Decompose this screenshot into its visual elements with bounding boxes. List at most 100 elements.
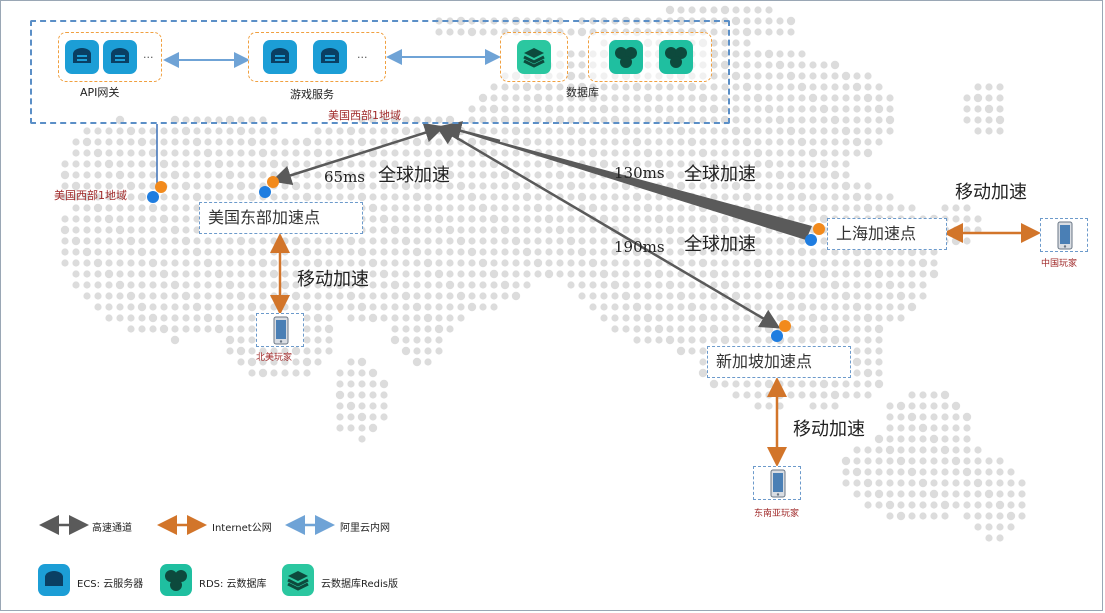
map-dot <box>281 369 289 377</box>
phone-north-america <box>256 313 304 347</box>
map-dot <box>292 303 300 311</box>
map-dot <box>236 181 246 191</box>
map-dot <box>149 182 157 190</box>
map-dot <box>435 347 443 355</box>
map-dot <box>897 259 905 267</box>
map-dot <box>842 336 850 344</box>
map-dot <box>137 302 147 312</box>
map-dot <box>391 325 399 333</box>
map-dot <box>655 94 663 102</box>
map-dot <box>676 346 686 356</box>
shanghai-blue-dot <box>805 234 817 246</box>
map-dot <box>149 281 157 289</box>
map-dot <box>226 149 234 157</box>
map-dot <box>874 324 884 334</box>
map-dot <box>336 193 344 201</box>
map-dot <box>83 215 91 223</box>
map-dot <box>192 192 202 202</box>
map-dot <box>204 182 212 190</box>
map-dot <box>864 347 872 355</box>
map-dot <box>908 281 916 289</box>
map-dot <box>644 83 652 91</box>
map-dot <box>853 105 861 113</box>
map-dot <box>875 259 883 267</box>
map-dot <box>798 105 806 113</box>
map-dot <box>831 127 839 135</box>
map-dot <box>743 61 751 69</box>
map-dot <box>775 115 785 125</box>
map-dot <box>479 105 487 113</box>
map-dot <box>391 237 399 245</box>
map-dot <box>336 237 344 245</box>
map-dot <box>248 270 256 278</box>
map-dot <box>820 336 828 344</box>
map-dot <box>138 182 146 190</box>
map-dot <box>732 61 740 69</box>
map-dot <box>655 336 663 344</box>
map-dot <box>842 314 850 322</box>
phone-china <box>1040 218 1088 252</box>
map-dot <box>182 303 190 311</box>
map-dot <box>468 105 476 113</box>
map-dot <box>677 116 685 124</box>
map-dot <box>478 93 488 103</box>
map-dot <box>732 391 740 399</box>
map-dot <box>413 237 421 245</box>
region-blue-dot <box>147 191 159 203</box>
map-dot <box>60 225 70 235</box>
map-dot <box>116 149 124 157</box>
map-dot <box>853 325 861 333</box>
map-dot <box>170 170 180 180</box>
map-dot <box>193 182 201 190</box>
map-dot <box>171 149 179 157</box>
map-dot <box>248 171 256 179</box>
map-dot <box>489 104 499 114</box>
map-dot <box>138 237 146 245</box>
map-dot <box>743 39 751 47</box>
map-dot <box>698 368 708 378</box>
map-dot <box>732 83 740 91</box>
map-dot <box>204 138 212 146</box>
map-dot <box>710 6 718 14</box>
map-dot <box>171 182 179 190</box>
map-dot <box>336 402 344 410</box>
map-dot <box>138 226 146 234</box>
map-dot <box>996 94 1004 102</box>
map-dot <box>138 270 146 278</box>
map-dot <box>875 204 883 212</box>
map-dot <box>809 303 817 311</box>
map-dot <box>578 105 586 113</box>
map-dot <box>809 380 817 388</box>
map-dot <box>204 193 212 201</box>
map-dot <box>171 237 179 245</box>
region-name-label: 美国西部1地域 <box>328 109 401 122</box>
map-dot <box>412 302 422 312</box>
map-dot <box>291 236 301 246</box>
map-dot <box>743 105 751 113</box>
map-dot <box>402 336 410 344</box>
map-dot <box>314 237 322 245</box>
map-dot <box>897 435 905 443</box>
map-dot <box>171 303 179 311</box>
map-dot <box>842 94 850 102</box>
map-dot <box>94 138 102 146</box>
map-dot <box>215 314 223 322</box>
map-dot <box>226 270 234 278</box>
map-dot <box>291 346 301 356</box>
map-dot <box>237 248 245 256</box>
map-dot <box>127 215 135 223</box>
map-dot <box>357 357 367 367</box>
map-dot <box>127 204 135 212</box>
map-dot <box>644 116 652 124</box>
map-dot <box>842 116 850 124</box>
map-dot <box>666 94 674 102</box>
database-label: 数据库 <box>566 86 599 99</box>
map-dot <box>115 225 125 235</box>
map-dot <box>424 270 432 278</box>
map-dot <box>325 259 333 267</box>
map-dot <box>138 127 146 135</box>
map-dot <box>368 368 378 378</box>
map-dot <box>754 336 762 344</box>
map-dot <box>534 105 542 113</box>
map-dot <box>248 259 256 267</box>
